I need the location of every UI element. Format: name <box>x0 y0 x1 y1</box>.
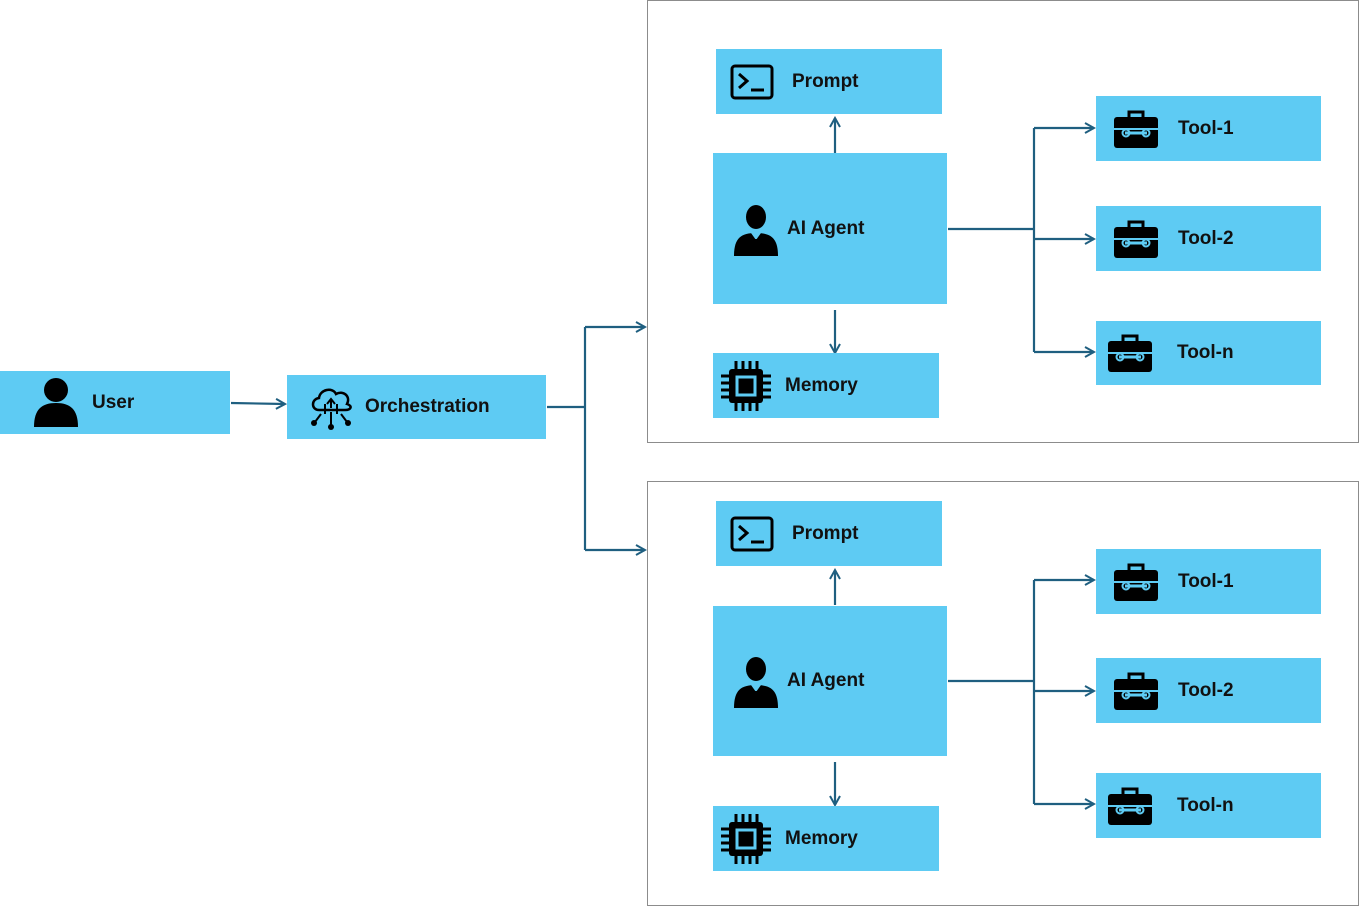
user-label: User <box>92 391 135 413</box>
orchestration-node: Orchestration <box>287 375 546 439</box>
prompt-label: Prompt <box>792 70 859 92</box>
terminal-icon <box>730 516 774 552</box>
tool-label: Tool-1 <box>1178 570 1234 592</box>
memory-node: Memory <box>713 353 939 418</box>
tool-label: Tool-1 <box>1178 117 1234 139</box>
chip-icon <box>719 359 773 413</box>
tool-label: Tool-2 <box>1178 679 1234 701</box>
prompt-label: Prompt <box>792 522 859 544</box>
toolbox-icon <box>1106 332 1154 374</box>
terminal-icon <box>730 64 774 100</box>
tool-label: Tool-n <box>1177 794 1234 816</box>
tool-label: Tool-n <box>1177 342 1234 363</box>
tool-node: Tool-n <box>1096 321 1321 385</box>
ai-agent-node: AI Agent <box>713 606 947 756</box>
ai-agent-label: AI Agent <box>787 670 865 691</box>
ai-agent-node: AI Agent <box>713 153 947 304</box>
memory-label: Memory <box>785 374 858 396</box>
tool-node: Tool-2 <box>1096 206 1321 271</box>
tool-node: Tool-n <box>1096 773 1321 838</box>
agent-person-icon <box>733 654 779 708</box>
user-icon <box>32 375 80 431</box>
prompt-node: Prompt <box>716 49 942 114</box>
memory-node: Memory <box>713 806 939 871</box>
tool-node: Tool-1 <box>1096 549 1321 614</box>
edge-user-orchestration <box>230 403 285 404</box>
tool-node: Tool-1 <box>1096 96 1321 161</box>
agent-person-icon <box>733 202 779 256</box>
ai-agent-label: AI Agent <box>787 217 865 239</box>
toolbox-icon <box>1112 561 1160 603</box>
tool-label: Tool-2 <box>1178 227 1234 249</box>
orchestration-label: Orchestration <box>365 396 490 417</box>
prompt-node: Prompt <box>716 501 942 566</box>
memory-label: Memory <box>785 827 858 849</box>
toolbox-icon <box>1112 218 1160 260</box>
toolbox-icon <box>1112 670 1160 712</box>
user-node: User <box>0 371 230 434</box>
cloud-network-icon <box>307 382 355 432</box>
toolbox-icon <box>1106 785 1154 827</box>
tool-node: Tool-2 <box>1096 658 1321 723</box>
toolbox-icon <box>1112 108 1160 150</box>
chip-icon <box>719 812 773 866</box>
